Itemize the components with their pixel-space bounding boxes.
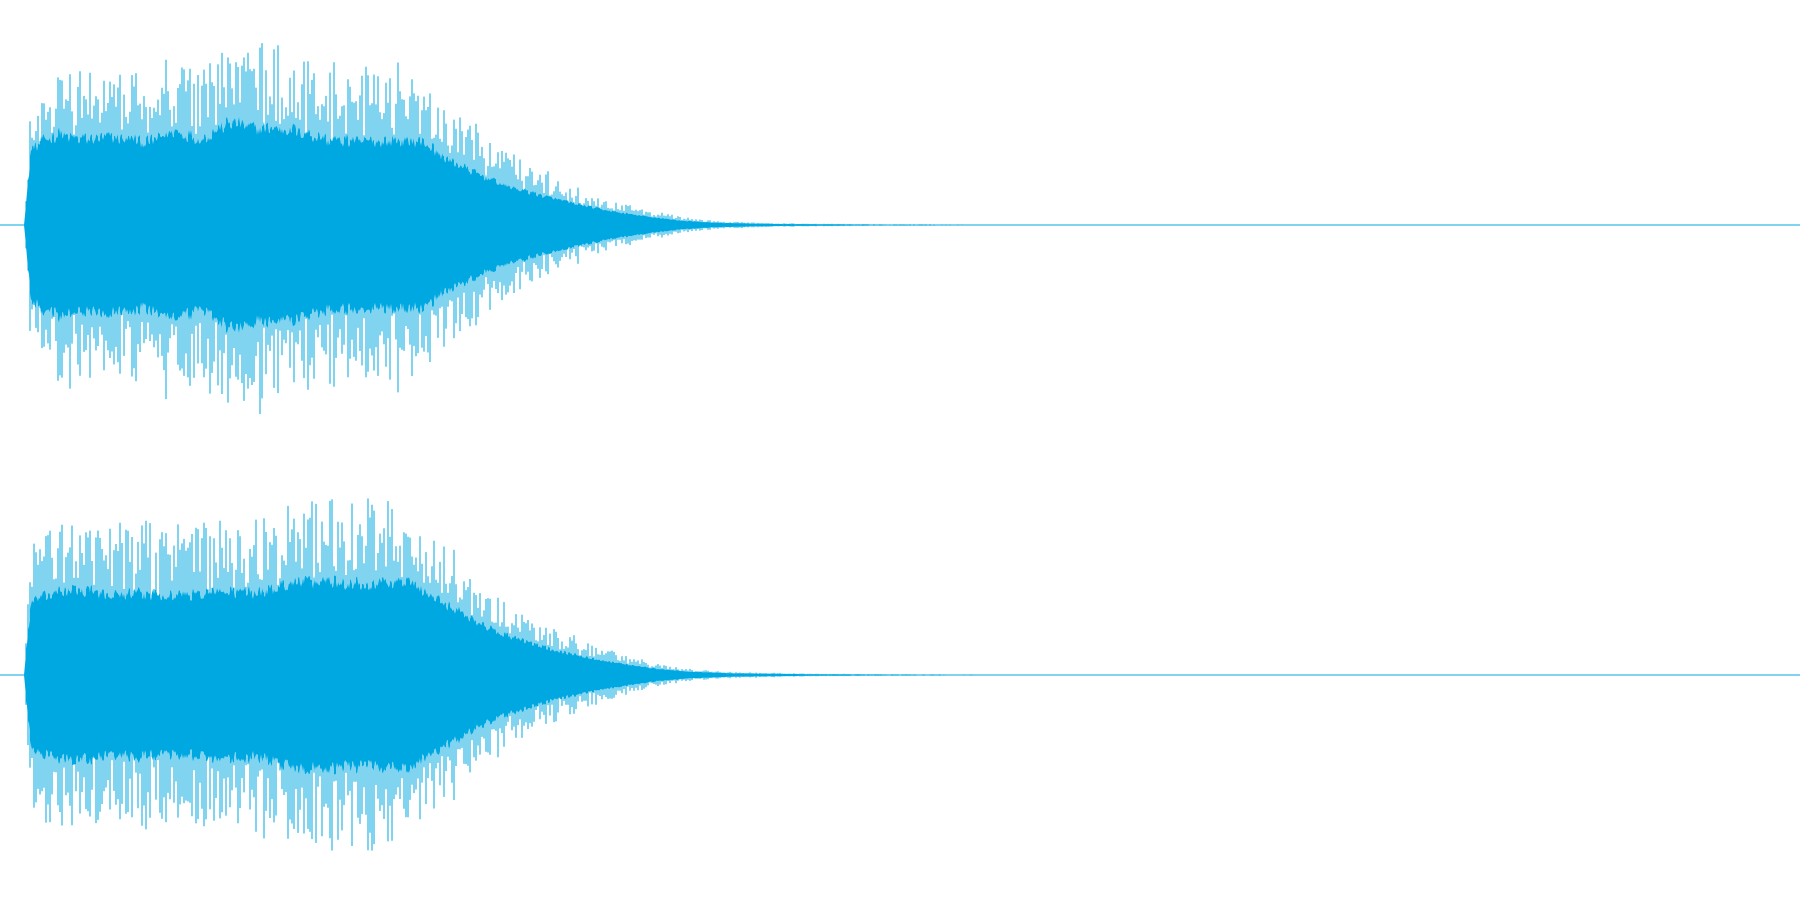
channel-1-waveform [0,43,1800,414]
channel-2-waveform-peaks [25,498,981,851]
channel-2-waveform [0,498,1800,851]
channel-1-waveform-peaks [25,43,981,414]
